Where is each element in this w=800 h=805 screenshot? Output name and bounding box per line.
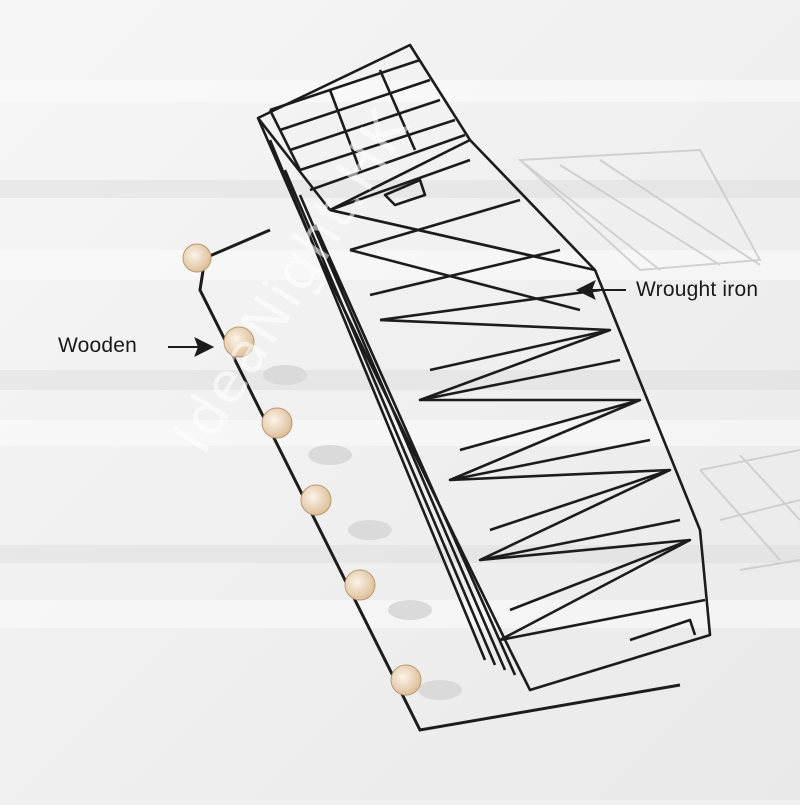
wrought-iron-label: Wrought iron	[636, 278, 759, 301]
wooden-peg	[300, 484, 332, 516]
peg-shadows	[263, 365, 462, 700]
wooden-peg	[182, 243, 212, 273]
arrow-left-icon	[575, 279, 626, 301]
wooden-peg	[223, 326, 255, 358]
wooden-pegs	[182, 243, 422, 696]
wooden-peg	[261, 407, 293, 439]
arrow-right-icon	[168, 336, 215, 358]
wooden-peg	[344, 569, 376, 601]
wooden-label: Wooden	[58, 334, 138, 357]
wooden-peg	[390, 664, 422, 696]
basket-shadow	[517, 148, 800, 571]
wire-basket	[256, 43, 712, 692]
